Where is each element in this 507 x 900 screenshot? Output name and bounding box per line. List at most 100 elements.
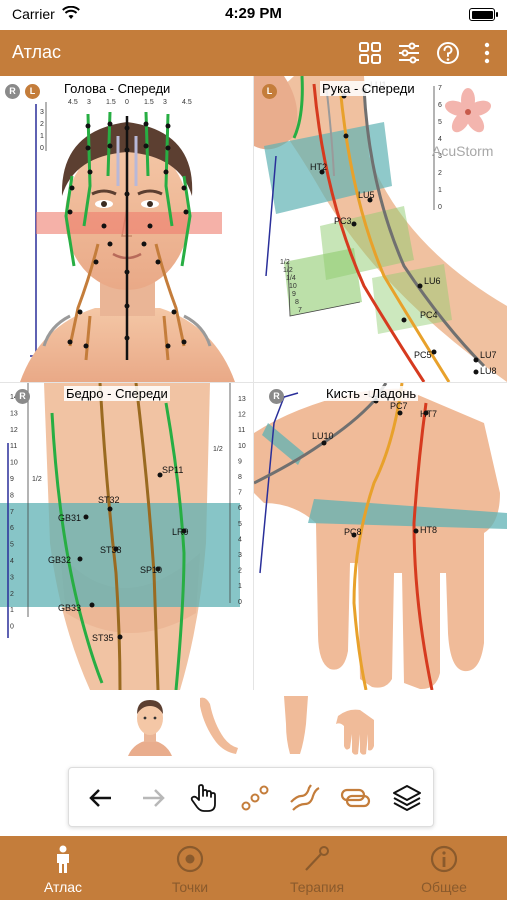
person-icon [57,845,69,873]
clock: 4:29 PM [225,5,282,22]
thumb-arm-icon[interactable] [192,694,244,756]
badge-right-side[interactable]: R [15,389,30,404]
badge-left-side[interactable]: L [262,84,277,99]
status-bar: Carrier 4:29 PM [0,0,507,30]
thigh-right-tick: 12 [238,412,246,419]
horizontal-divider [0,382,507,383]
arm-right-tick: 2 [438,170,442,177]
thigh-left-tick: 10 [10,460,18,467]
grid-icon[interactable] [357,40,383,66]
carrier-label: Carrier [12,6,55,22]
tab-label: Терапия [289,879,345,895]
wifi-icon [62,6,80,19]
acustorm-logo-text: AcuStorm [432,143,493,159]
thigh-right-tick: 9 [238,458,242,465]
arm-point-label: LU5 [358,190,375,200]
arm-right-tick: 7 [438,85,442,92]
tab-bar: Атлас Точки Терапия Общее [0,836,507,900]
nav-bar: Атлас [0,30,507,76]
back-arrow-icon[interactable] [85,782,117,814]
arm-left-tick: 1/2 [283,267,293,274]
arm-right-tick: 1 [438,187,442,194]
arm-right-tick: 4 [438,136,442,143]
tab-general[interactable]: Общее [381,836,507,900]
filter-list-icon[interactable] [396,40,422,66]
arm-right-tick: 0 [438,204,442,211]
thigh-right-tick: 1 [238,583,242,590]
needle-icon [305,846,329,871]
thigh-point-label: LR9 [172,527,189,537]
thigh-left-tick: 5 [10,542,14,549]
region-thumbnails [0,690,507,762]
tab-points[interactable]: Точки [127,836,253,900]
thigh-point-label: ST35 [92,633,114,643]
thigh-point-label: GB31 [58,513,81,523]
panel-title-arm: Рука - Спереди [320,81,417,96]
head-top-tick: 4.5 [182,99,192,106]
arm-point-label: PC5 [414,350,432,360]
arm-point-label: PC3 [334,216,352,226]
panel-hand-palm[interactable]: LU9PC7HT7LU10PC8HT8 R Кисть - Ладонь [254,383,507,690]
head-side-tick: 2 [40,121,44,128]
arm-left-tick: 1/4 [286,275,296,282]
tab-label: Точки [171,879,209,895]
badge-right-side[interactable]: R [269,389,284,404]
battery-icon [469,8,498,21]
panel-title-thigh: Бедро - Спереди [64,386,170,401]
thigh-right-tick: 13 [238,396,246,403]
head-side-tick: 1 [40,133,44,140]
meridian-icon[interactable] [289,782,321,814]
more-icon[interactable] [474,40,500,66]
layers-icon[interactable] [391,782,423,814]
arm-point-label: PC4 [420,310,438,320]
head-side-tick: 3 [40,109,44,116]
thumb-hand-icon[interactable] [330,694,382,756]
arm-right-tick: 3 [438,153,442,160]
badge-left-side[interactable]: L [25,84,40,99]
head-top-tick: 4.5 [68,99,78,106]
tab-atlas[interactable]: Атлас [0,836,126,900]
arm-left-tick: 10 [289,283,297,290]
thigh-left-tick: 8 [10,492,14,499]
link-icon[interactable] [339,782,371,814]
target-icon [176,845,204,873]
hand-pointer-icon[interactable] [187,782,219,814]
head-top-tick: 1.5 [106,99,116,106]
points-icon[interactable] [239,782,271,814]
head-side-tick: 0 [40,145,44,152]
thigh-left-tick: 12 [10,427,18,434]
hand-point-label: PC8 [344,527,362,537]
thigh-right-tick: 0 [238,599,242,606]
thumb-head-icon[interactable] [124,694,176,756]
thigh-half-tick: 1/2 [32,476,42,483]
arm-right-tick: 5 [438,119,442,126]
forward-arrow-icon[interactable] [137,782,169,814]
help-icon[interactable] [435,40,461,66]
badge-right-side[interactable]: R [5,84,20,99]
arm-point-label: LU6 [424,276,441,286]
arm-point-label: LU8 [480,366,497,376]
thigh-right-tick: 2 [238,568,242,575]
thigh-point-label: ST32 [98,495,120,505]
head-top-tick: 3 [163,99,167,106]
thigh-right-tick: 10 [238,443,246,450]
thumb-thigh-icon[interactable] [270,694,322,756]
thigh-right-tick: 8 [238,474,242,481]
hand-point-label: PC7 [390,401,408,411]
panel-title-head: Голова - Спереди [62,81,173,96]
arm-point-label: HT2 [310,162,327,172]
tab-label: Атлас [43,879,83,895]
thigh-right-tick: 11 [238,427,245,434]
thigh-point-label: GB33 [58,603,81,613]
arm-left-tick: 8 [295,299,299,306]
vertical-divider [253,76,254,690]
thigh-left-tick: 6 [10,525,14,532]
tab-therapy[interactable]: Терапия [254,836,380,900]
thigh-left-tick: 4 [10,558,14,565]
acustorm-flower-icon [444,88,492,133]
